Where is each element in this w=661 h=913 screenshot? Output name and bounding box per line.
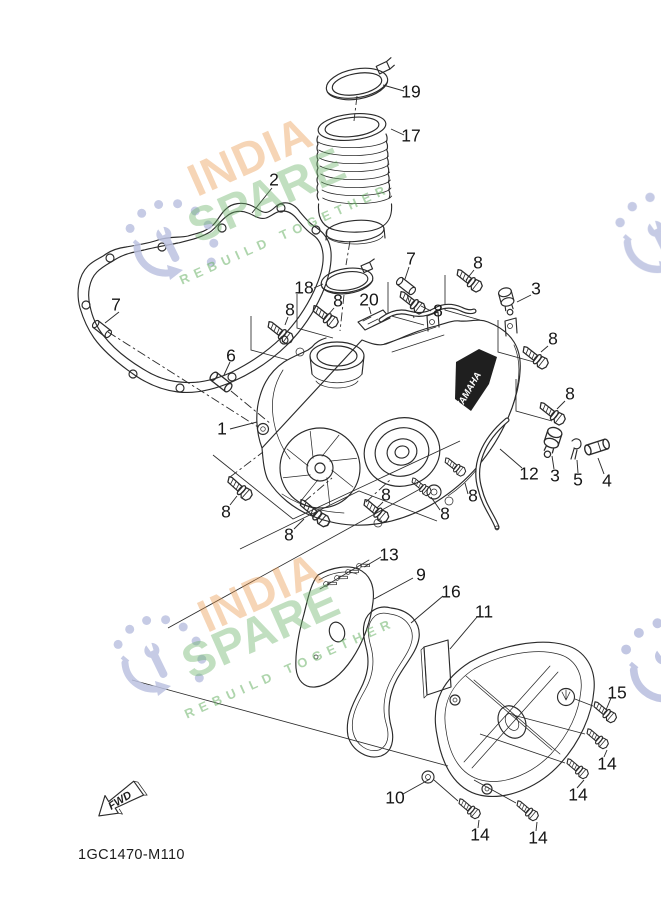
part-12-hose	[475, 417, 510, 531]
part-label: 13	[379, 544, 399, 565]
part-label: 3	[531, 278, 541, 299]
part-label: 11	[474, 601, 494, 622]
part-label: 10	[385, 787, 405, 808]
part-label: 8	[284, 524, 294, 545]
part-5-clip	[570, 438, 582, 460]
part-label: 14	[568, 784, 588, 805]
part-label: 14	[470, 824, 490, 845]
part-label: 15	[607, 682, 627, 703]
part-label: 8	[548, 328, 558, 349]
part-label: 3	[550, 465, 560, 486]
part-label: 8	[473, 252, 483, 273]
part-9-plate	[295, 566, 374, 688]
part-label: 8	[285, 299, 295, 320]
part-label: 19	[401, 81, 421, 102]
part-label: 14	[597, 753, 617, 774]
part-label: 8	[381, 484, 391, 505]
projection-lines	[131, 275, 553, 767]
watermark-logo-gray	[621, 617, 661, 706]
part-label: 14	[528, 827, 548, 848]
part-label: 8	[221, 501, 231, 522]
part-label: 8	[433, 300, 443, 321]
part-7-dowel-right	[394, 275, 418, 297]
part-16-seal	[346, 606, 420, 758]
drawing-code: 1GC1470-M110	[78, 847, 185, 863]
part-label: 8	[333, 290, 343, 311]
part-label: 7	[406, 248, 416, 269]
part-label: 5	[573, 469, 583, 490]
part-label: 2	[269, 169, 279, 190]
part-3-plug-top	[496, 285, 518, 318]
part-label: 9	[416, 564, 426, 585]
part-4-collar	[582, 437, 612, 457]
part-label: 8	[468, 485, 478, 506]
part-label: 8	[565, 383, 575, 404]
part-10-cover	[421, 641, 595, 798]
part-11-pad	[420, 639, 452, 699]
part-label: 6	[226, 345, 236, 366]
part-label: 20	[359, 289, 379, 310]
part-17-duct	[316, 113, 393, 245]
part-13-screws	[319, 559, 371, 590]
part-label: 16	[441, 581, 461, 602]
part-label: 12	[519, 463, 539, 484]
part-label: 8	[440, 503, 450, 524]
part-3-plug-bottom	[539, 425, 564, 461]
part-label: 4	[602, 470, 612, 491]
bolts-14-15	[433, 698, 620, 823]
fwd-text: FWD	[106, 789, 134, 812]
part-19-clamp	[325, 57, 395, 101]
fwd-arrow-icon: FWD	[98, 780, 148, 817]
part-label: 7	[111, 294, 121, 315]
leader-lines	[104, 84, 612, 832]
part-7-dowel-left	[90, 318, 114, 340]
part-label: 18	[294, 277, 314, 298]
part-label: 17	[401, 125, 421, 146]
watermark-logo	[114, 192, 661, 696]
part-label: 1	[217, 418, 227, 439]
